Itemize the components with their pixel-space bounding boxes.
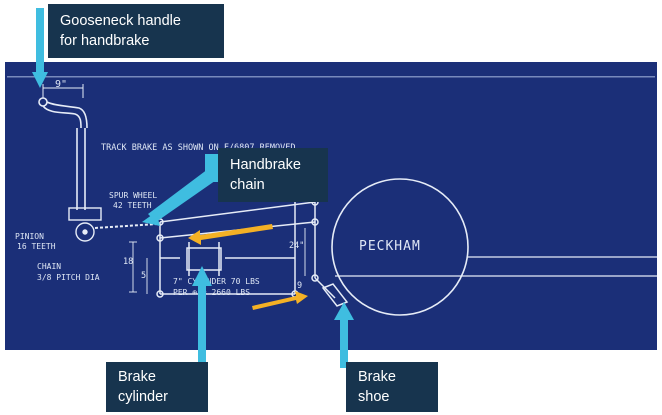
dim-24-label: 24" [289,241,304,251]
callout-handbrake-chain: Handbrake chain [218,148,328,202]
callout-gooseneck-handle: Gooseneck handle for handbrake [48,4,224,58]
track-brake-note: TRACK BRAKE AS SHOWN ON F/6807 REMOVED. [101,143,301,153]
blueprint-border [7,76,655,78]
wheel-label: PECKHAM [359,239,421,254]
chain-pitch: 3/8 PITCH DIA [37,273,100,282]
spur-wheel [68,207,102,242]
pinion-label: PINION [15,232,44,241]
blueprint-background [5,62,657,350]
callout-shoe-line1: Brake [358,369,396,385]
spur-wheel-label: SPUR WHEEL [109,191,157,200]
callout-handbrake-line2: chain [230,177,265,193]
gooseneck-handle [38,97,88,210]
callout-cylinder-line1: Brake [118,369,156,385]
dim-9-label: 9 [297,281,302,291]
callout-brake-cylinder: Brake cylinder [106,362,208,412]
frame-lines [335,256,657,277]
spur-wheel-teeth: 42 TEETH [113,201,152,210]
callout-gooseneck-line2: for handbrake [60,33,150,49]
callout-handbrake-line1: Handbrake [230,157,301,173]
dim-18-label: 18 [123,257,133,267]
chain-label: CHAIN [37,262,61,271]
cylinder-spec: 7" CYLINDER 70 LBS [173,277,260,286]
wheel [331,178,469,316]
blueprint-drawing: 9" TRACK BRAKE AS SHOWN ON F/6807 REMOVE… [5,62,657,350]
dim-5-label: 5 [141,271,146,281]
dimension-lines [129,228,306,294]
callout-gooseneck-line1: Gooseneck handle [60,13,181,29]
cylinder-force: PER ⊕ = 2660 LBS [173,288,250,297]
dim-top-label: 9" [55,79,67,90]
callout-brake-shoe: Brake shoe [346,362,438,412]
callout-cylinder-line2: cylinder [118,389,168,405]
callout-shoe-line2: shoe [358,389,390,405]
pinion-teeth: 16 TEETH [17,242,56,251]
